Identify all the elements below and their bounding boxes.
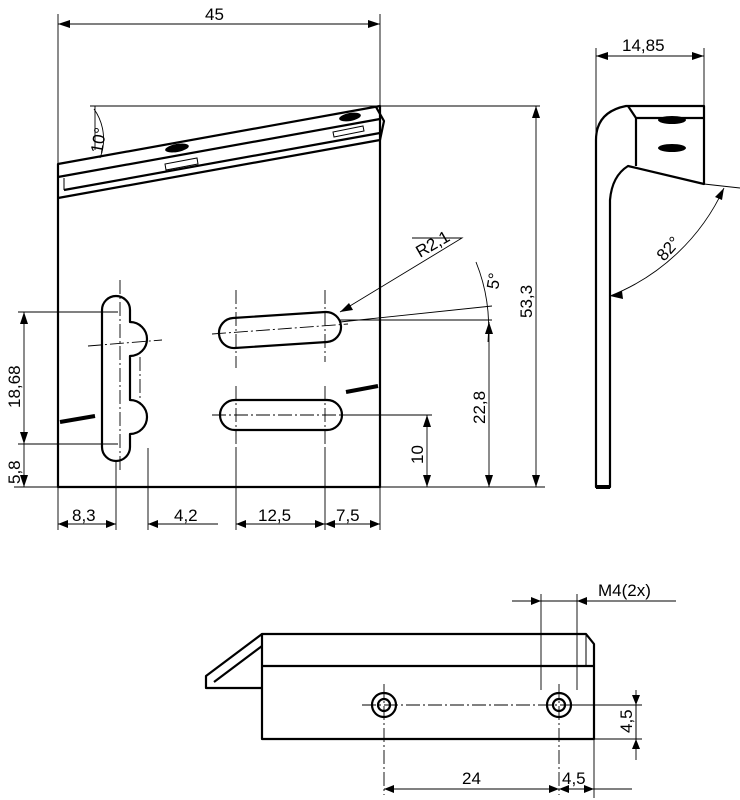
dim-height-53-3: 53,3 xyxy=(517,285,536,318)
top-flange xyxy=(57,106,386,200)
dim-hole-edge: 4,5 xyxy=(562,769,586,788)
dim-radius: R2,1 xyxy=(413,227,454,261)
top-lip xyxy=(204,633,263,690)
dim-thread: M4(2x) xyxy=(598,581,651,600)
front-dimensions: 45 10° 53,3 R2,1 5° 22,8 10 18,68 5,8 xyxy=(5,5,545,530)
dim-width-12-5: 12,5 xyxy=(258,506,291,525)
dim-side-width: 14,85 xyxy=(622,36,665,55)
dim-hole-height: 4,5 xyxy=(617,709,636,733)
dim-height-5-8: 5,8 xyxy=(5,460,24,484)
dim-width-7-5: 7,5 xyxy=(336,506,360,525)
top-dimensions: M4(2x) 4,5 24 4,5 xyxy=(384,581,676,798)
dim-side-angle: 82° xyxy=(653,233,684,265)
top-view xyxy=(204,632,606,795)
dim-width-4-2: 4,2 xyxy=(174,506,198,525)
dim-height-22-8: 22,8 xyxy=(470,391,489,424)
side-view: 14,85 82° xyxy=(594,36,740,489)
vertical-slot xyxy=(100,294,149,463)
dim-angle-5: 5° xyxy=(483,271,505,290)
lower-slot xyxy=(218,398,344,432)
dim-hole-pitch: 24 xyxy=(462,769,481,788)
dim-angle-10: 10° xyxy=(87,126,110,155)
top-outline xyxy=(260,632,596,741)
dim-width-8-3: 8,3 xyxy=(72,506,96,525)
dim-height-10: 10 xyxy=(408,445,427,464)
front-view xyxy=(56,104,386,489)
upper-slot xyxy=(217,310,343,350)
dim-height-18-68: 18,68 xyxy=(5,365,24,408)
dim-width-45: 45 xyxy=(205,5,224,24)
